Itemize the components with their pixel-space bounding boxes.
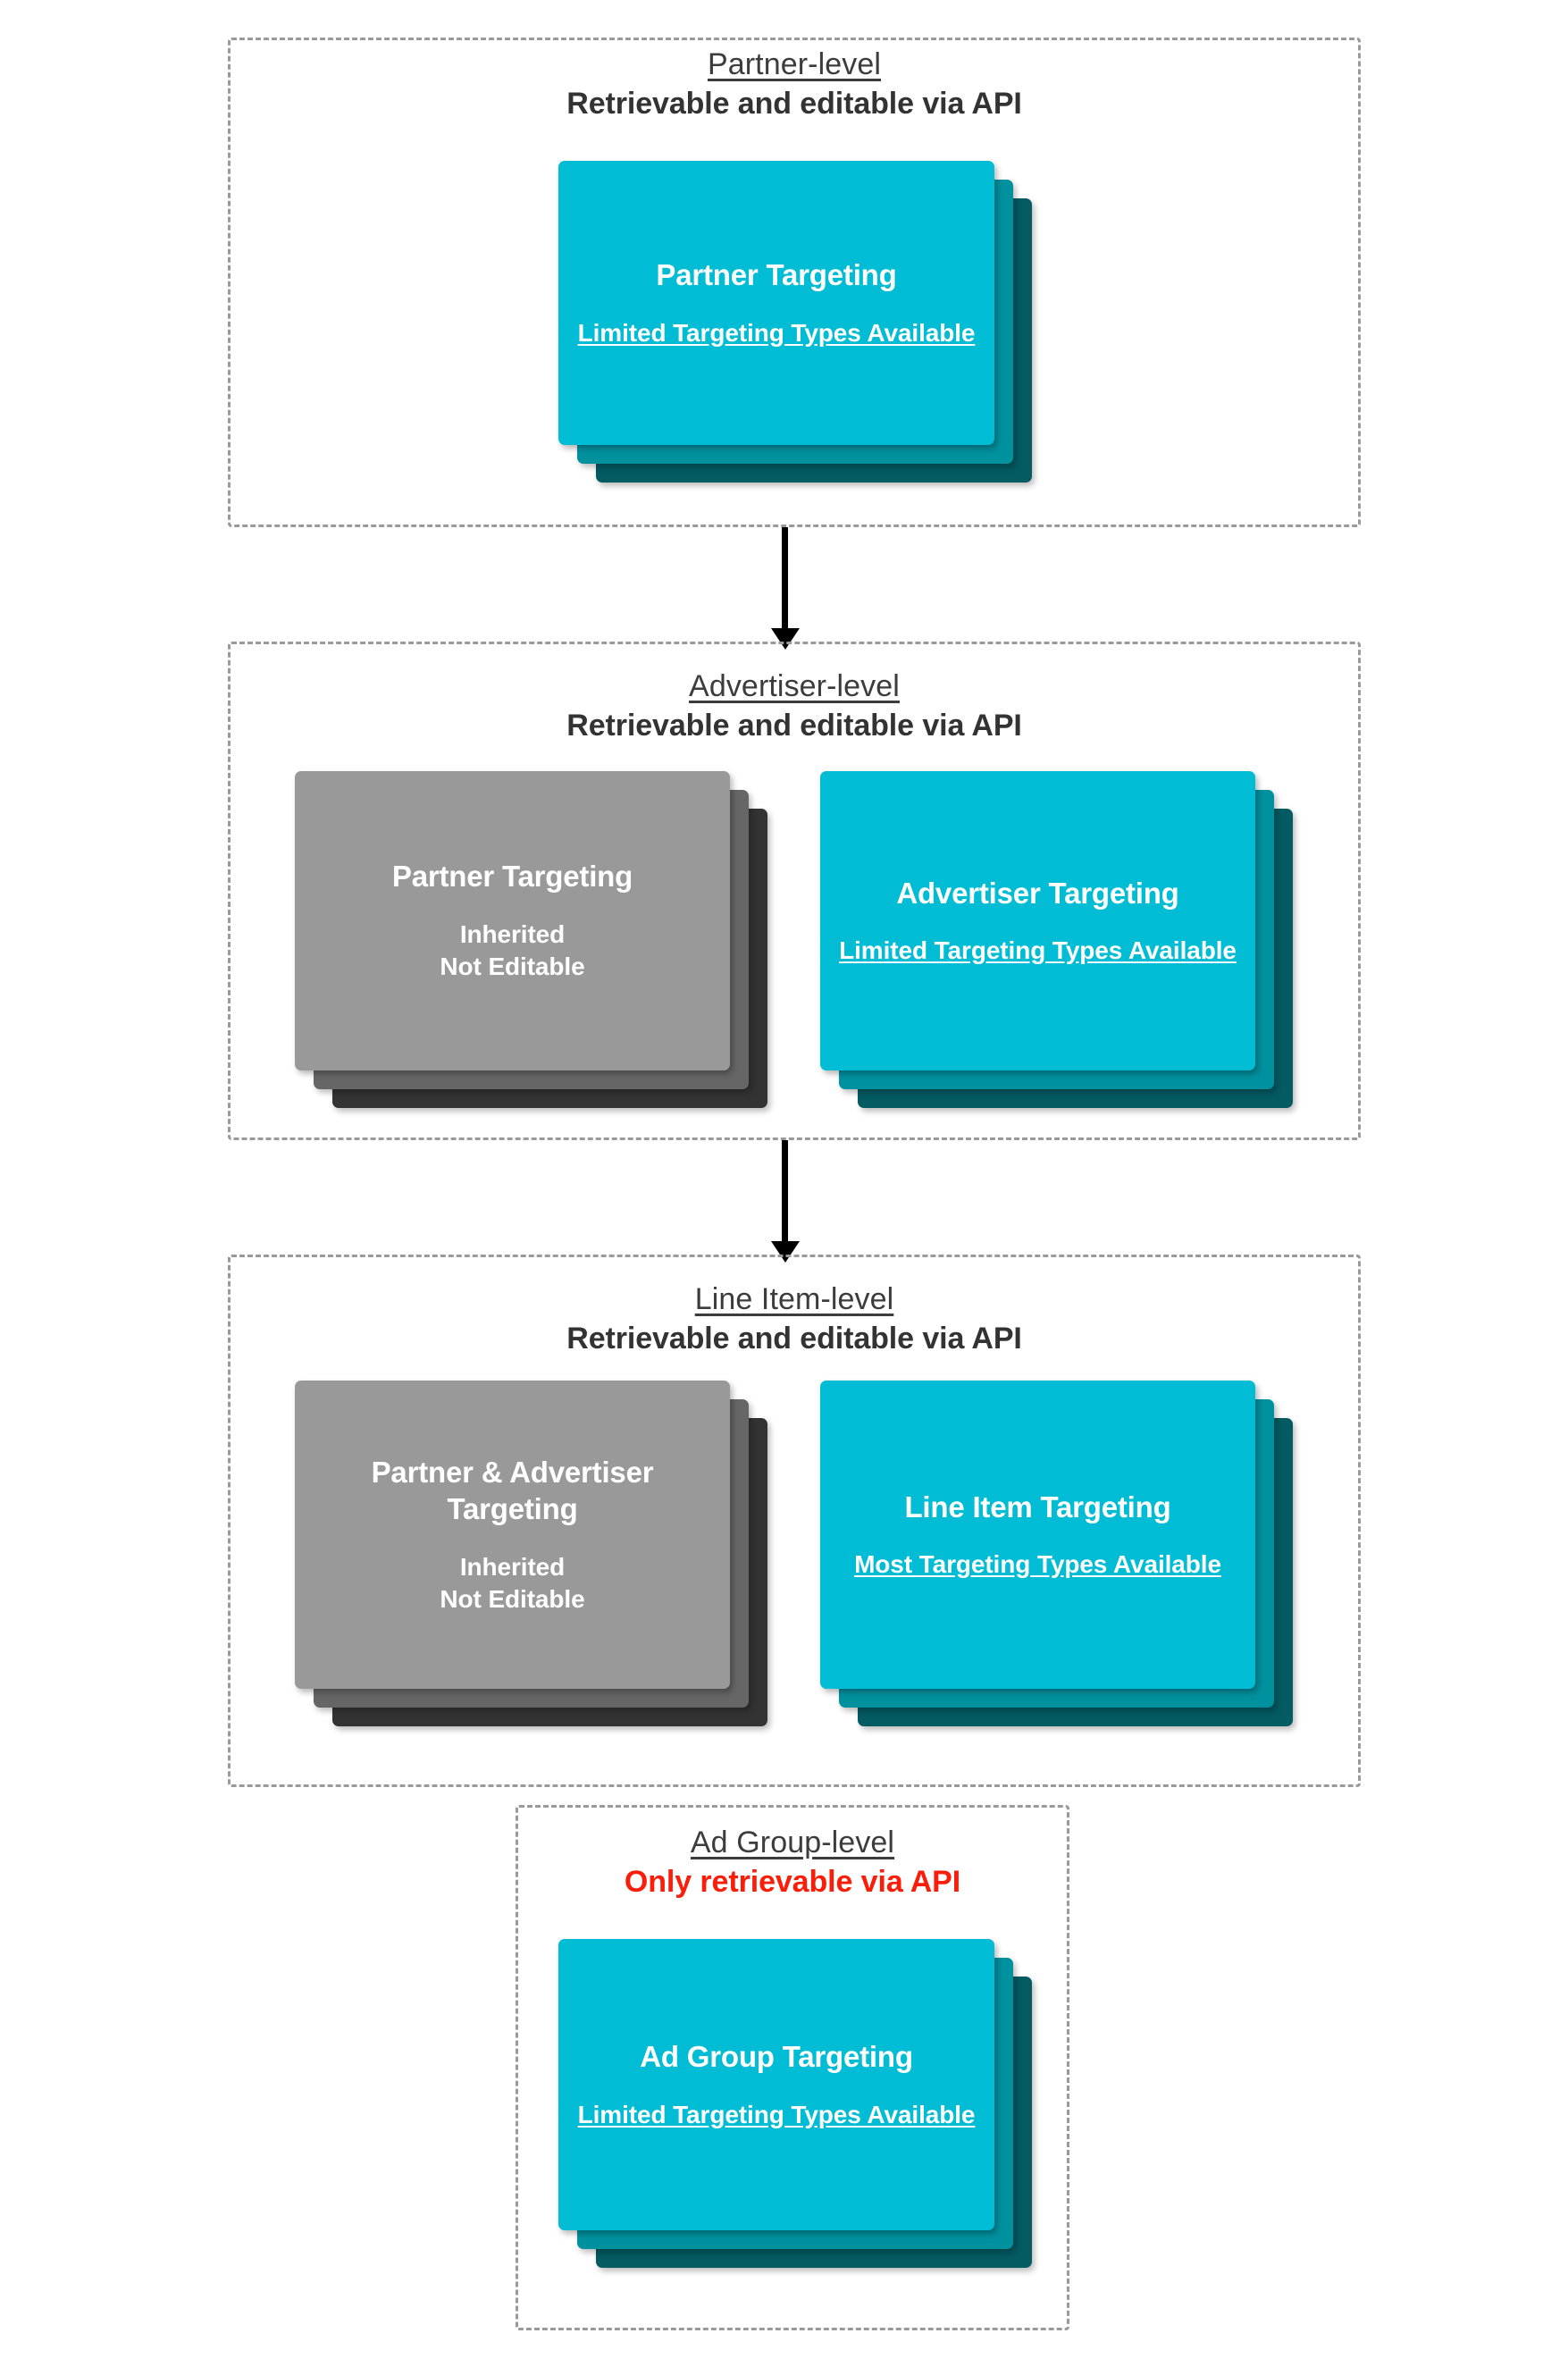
card-note: Most Targeting Types Available	[854, 1550, 1221, 1579]
level-box-partner	[228, 38, 1361, 527]
card-title: Line Item Targeting	[904, 1490, 1171, 1523]
card-stack-ad-group-targeting[interactable]: Ad Group Targeting Limited Targeting Typ…	[558, 1939, 1032, 2268]
card-stack-line-item-inherited[interactable]: Partner & Advertiser Targeting Inherited…	[295, 1381, 768, 1738]
card-title: Partner Targeting	[656, 258, 897, 292]
card-title: Partner & Advertiser Targeting	[371, 1455, 654, 1526]
level-box-ad-group	[516, 1805, 1069, 2330]
card-stack-advertiser-inherited[interactable]: Partner Targeting Inherited Not Editable	[295, 771, 768, 1120]
arrow-advertiser-to-line-item	[782, 1140, 788, 1242]
card-title: Partner Targeting	[391, 860, 633, 894]
card-stack-advertiser-targeting[interactable]: Advertiser Targeting Limited Targeting T…	[820, 771, 1294, 1120]
arrow-partner-to-advertiser	[782, 527, 788, 629]
card-stack-line-item-targeting[interactable]: Line Item Targeting Most Targeting Types…	[820, 1381, 1294, 1738]
card-layer-front[interactable]: Ad Group Targeting Limited Targeting Typ…	[558, 1939, 994, 2230]
card-stack-partner-targeting[interactable]: Partner Targeting Limited Targeting Type…	[558, 161, 1032, 483]
level-box-advertiser	[228, 642, 1361, 1140]
card-layer-front[interactable]: Advertiser Targeting Limited Targeting T…	[820, 771, 1255, 1070]
card-layer-front[interactable]: Partner & Advertiser Targeting Inherited…	[295, 1381, 730, 1689]
card-title: Advertiser Targeting	[896, 876, 1179, 910]
card-layer-front[interactable]: Partner Targeting Limited Targeting Type…	[558, 161, 994, 445]
card-note: Limited Targeting Types Available	[577, 318, 976, 347]
level-box-line-item	[228, 1255, 1361, 1787]
card-note: Inherited Not Editable	[440, 1552, 585, 1614]
card-note: Inherited Not Editable	[440, 919, 585, 981]
card-note: Limited Targeting Types Available	[839, 936, 1237, 965]
card-title: Ad Group Targeting	[640, 2040, 913, 2074]
card-layer-front[interactable]: Line Item Targeting Most Targeting Types…	[820, 1381, 1255, 1689]
card-note: Limited Targeting Types Available	[577, 2100, 976, 2128]
card-layer-front[interactable]: Partner Targeting Inherited Not Editable	[295, 771, 730, 1070]
